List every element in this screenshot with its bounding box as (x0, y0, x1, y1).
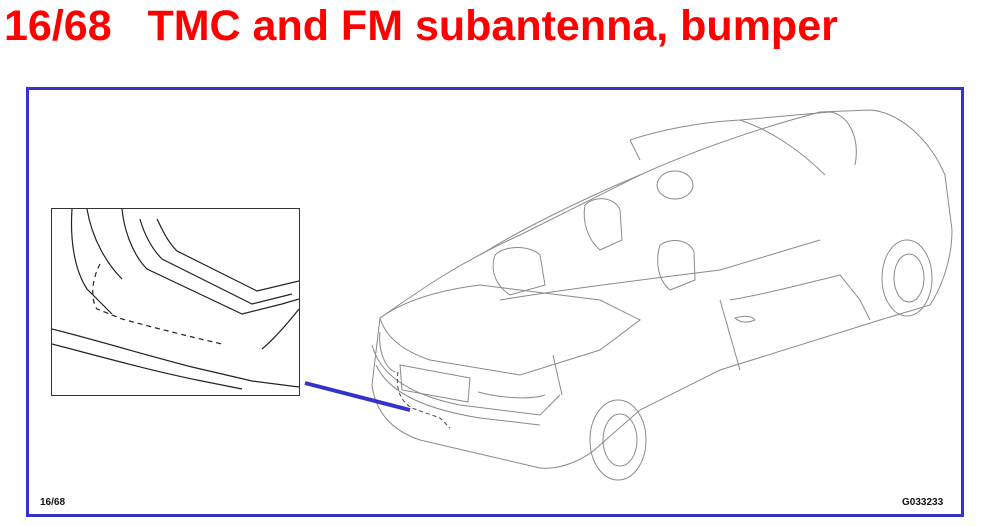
detail-inset (51, 208, 300, 396)
seat-front-left (583, 198, 623, 251)
plate-recess-outer (121, 208, 300, 315)
subantenna-dashed-detail (92, 263, 223, 345)
image-code-label: G033233 (902, 497, 944, 508)
illustration-frame (26, 87, 964, 517)
rear-bumper (371, 344, 561, 416)
car-body-outline (371, 109, 953, 469)
steering-wheel (656, 170, 694, 200)
seat-front-right (657, 240, 696, 291)
bumper-detail-drawing (51, 208, 300, 390)
plate-recess-inner (139, 218, 293, 305)
page-title: 16/68 TMC and FM subantenna, bumper (4, 2, 838, 50)
license-plate (399, 364, 471, 403)
windshield-frame (629, 111, 857, 176)
leader-line (304, 381, 411, 412)
rear-wheel (589, 399, 647, 481)
trunk-lid (379, 284, 641, 376)
seat-rear (492, 247, 546, 296)
antenna-mast (552, 354, 563, 396)
subantenna-dashed (396, 371, 451, 429)
door-line (719, 274, 871, 371)
front-wheel (881, 239, 933, 317)
page-ref-label: 16/68 (40, 497, 66, 508)
